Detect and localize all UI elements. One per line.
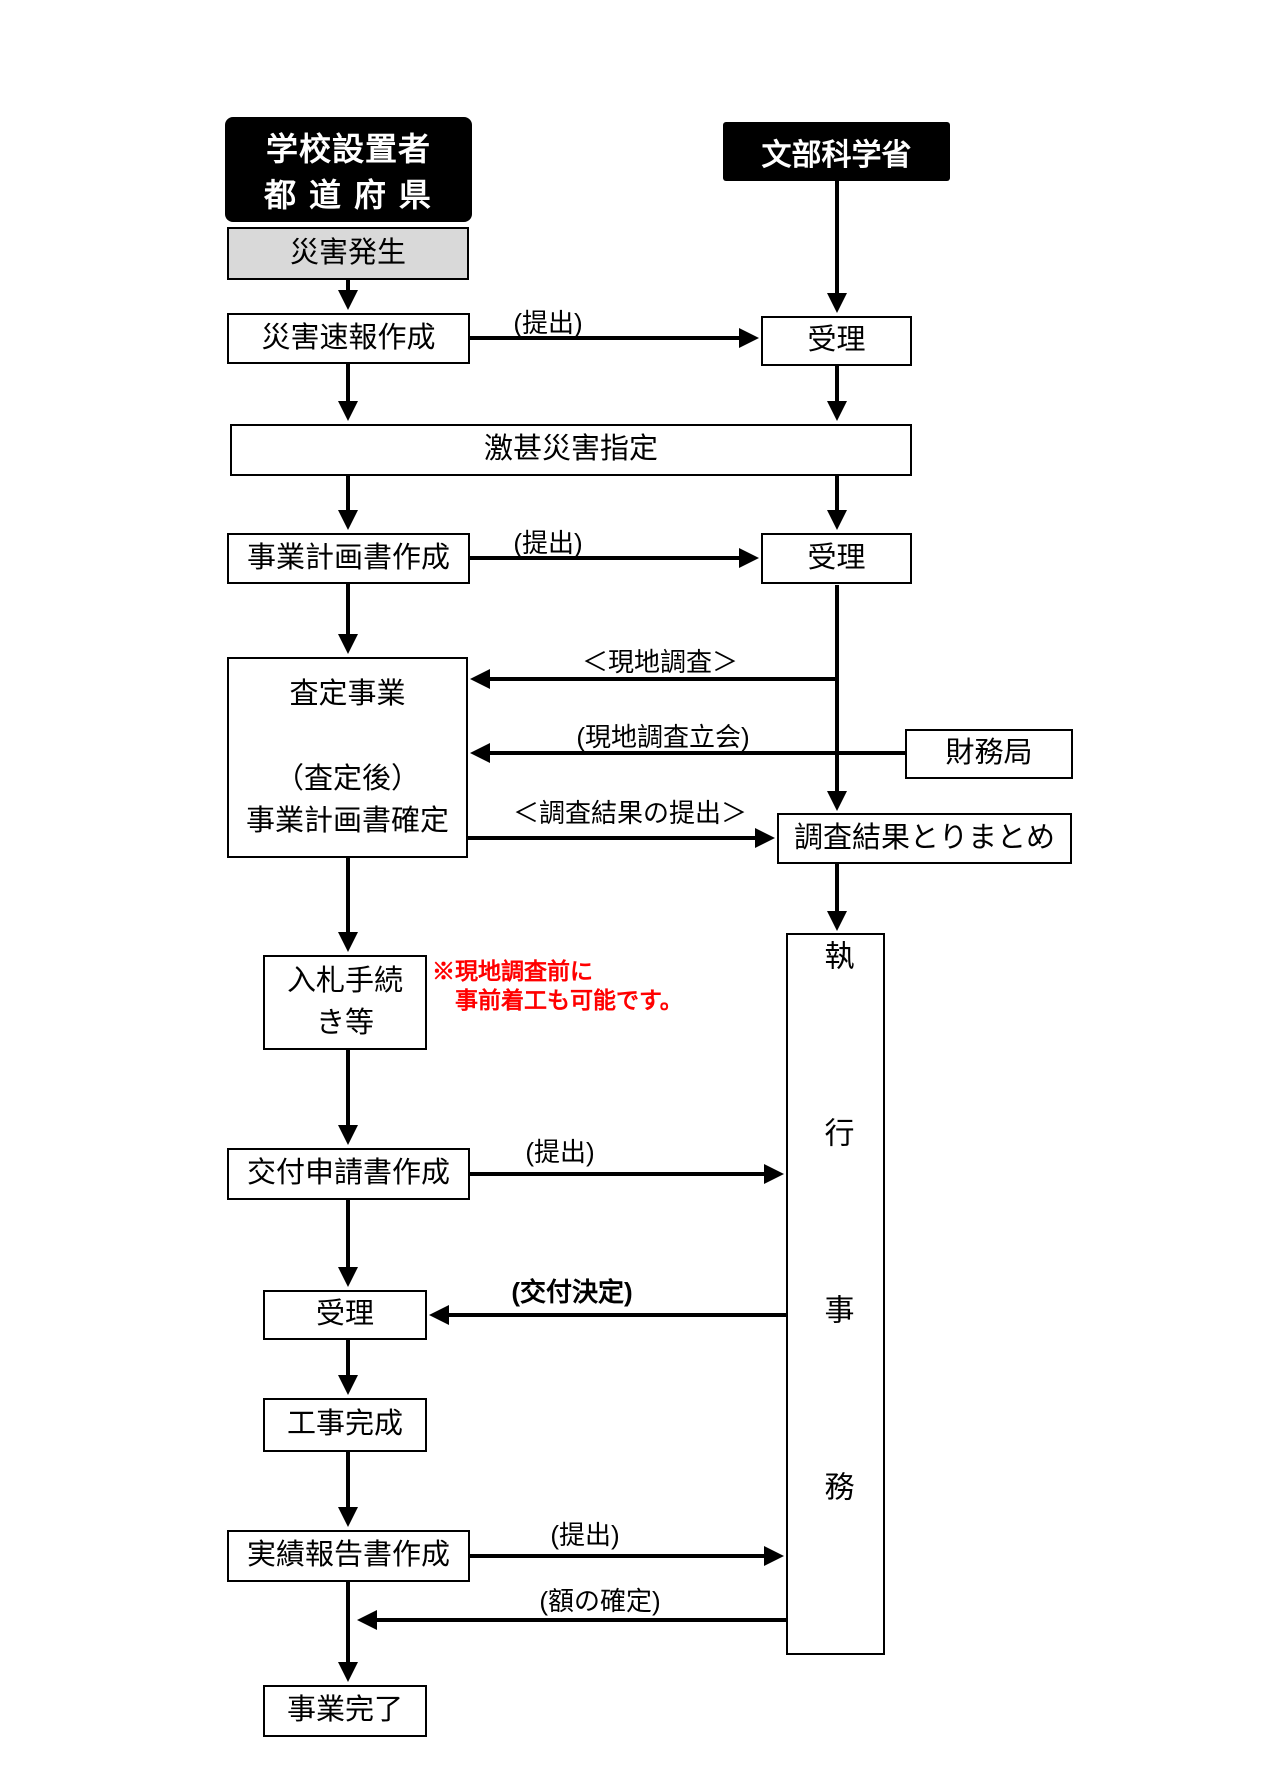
node-performance-report: 実績報告書作成 xyxy=(227,1530,470,1582)
node-acceptance-2: 受理 xyxy=(761,533,912,584)
edge-label-amount-determination: (額の確定) xyxy=(539,1586,661,1616)
node-plan-create: 事業計画書作成 xyxy=(227,533,470,584)
lane-header-mext: 文部科学省 xyxy=(723,122,950,181)
edge-label-site-survey: ＜現地調査＞ xyxy=(581,647,739,677)
lane-header-school-prefecture: 学校設置者 都 道 府 県 xyxy=(225,117,472,222)
pre-construction-note: ※現地調査前に 事前着工も可能です。 xyxy=(432,958,683,1013)
node-disaster-occurs: 災害発生 xyxy=(227,227,469,280)
node-survey-compilation: 調査結果とりまとめ xyxy=(777,813,1072,864)
edge-label-survey-result-submit: ＜調査結果の提出＞ xyxy=(512,798,748,828)
node-execution-office: 執行事務 xyxy=(786,933,885,1655)
node-acceptance-3: 受理 xyxy=(263,1290,427,1340)
edge-label-submit-1: (提出) xyxy=(513,308,583,338)
node-assessment-project: 査定事業 （査定後） 事業計画書確定 xyxy=(227,657,468,858)
edge-label-site-survey-attendance: (現地調査立会) xyxy=(576,722,750,752)
lane-header-school-line2: 都 道 府 県 xyxy=(264,176,433,213)
execution-office-vertical-text: 執行事務 xyxy=(819,940,853,1648)
node-bid-procedure: 入札手続 き等 xyxy=(263,955,427,1050)
edge-label-submit-3: (提出) xyxy=(525,1137,595,1167)
node-construction-complete: 工事完成 xyxy=(263,1398,427,1452)
lane-header-school-line1: 学校設置者 xyxy=(265,130,431,167)
node-finance-bureau: 財務局 xyxy=(905,729,1073,779)
node-severe-disaster-designation: 激甚災害指定 xyxy=(230,424,912,476)
edge-label-submit-4: (提出) xyxy=(550,1520,620,1550)
node-quick-report: 災害速報作成 xyxy=(227,313,470,364)
node-grant-application: 交付申請書作成 xyxy=(227,1148,470,1200)
node-acceptance-1: 受理 xyxy=(761,316,912,366)
node-project-complete: 事業完了 xyxy=(263,1685,427,1737)
edge-label-grant-decision: (交付決定) xyxy=(511,1277,633,1307)
edge-label-submit-2: (提出) xyxy=(513,528,583,558)
